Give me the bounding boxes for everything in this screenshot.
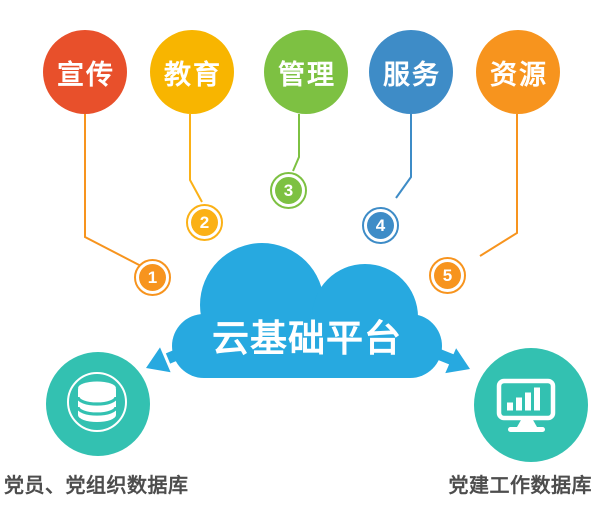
step-badge-3: 3 xyxy=(270,172,307,209)
database-node-left xyxy=(46,352,150,456)
database-icon xyxy=(76,381,118,422)
step-badge-4: 4 xyxy=(362,207,399,244)
module-circle-ziyuan: 资源 xyxy=(476,30,560,114)
step-badge-1: 1 xyxy=(134,259,171,296)
step-badge-5: 5 xyxy=(429,257,466,294)
module-label: 宣传 xyxy=(57,59,115,90)
connector-line-2 xyxy=(189,114,203,203)
step-number: 4 xyxy=(367,212,394,239)
cloud-icon xyxy=(172,243,442,378)
database-label-right: 党建工作数据库 xyxy=(448,475,592,497)
module-label: 教育 xyxy=(164,59,222,90)
right-arrow-head-icon xyxy=(445,348,470,374)
connector-line-4 xyxy=(395,114,412,199)
module-circle-fuwu: 服务 xyxy=(369,30,453,114)
cloud-platform-title: 云基础平台 xyxy=(212,318,402,359)
connector-lines xyxy=(84,114,518,268)
cloud-base xyxy=(172,314,442,378)
step-number: 3 xyxy=(275,177,302,204)
module-label: 资源 xyxy=(490,59,548,90)
step-number: 1 xyxy=(139,264,166,291)
module-label: 服务 xyxy=(383,59,441,90)
database-label-left: 党员、党组织数据库 xyxy=(4,475,189,497)
connector-line-3 xyxy=(292,114,300,172)
step-number: 2 xyxy=(191,209,218,236)
step-number: 5 xyxy=(434,262,461,289)
database-node-right xyxy=(474,348,588,462)
step-badge-2: 2 xyxy=(186,204,223,241)
module-circle-xuanchuan: 宣传 xyxy=(43,30,127,114)
module-circle-guanli: 管理 xyxy=(264,30,348,114)
module-circle-jiaoyu: 教育 xyxy=(150,30,234,114)
module-label: 管理 xyxy=(278,59,336,90)
connector-line-5 xyxy=(479,114,518,257)
monitor-chart-icon xyxy=(496,378,556,432)
left-arrow-head-icon xyxy=(146,347,171,373)
database-ring xyxy=(67,372,127,432)
connector-line-1 xyxy=(84,114,144,268)
